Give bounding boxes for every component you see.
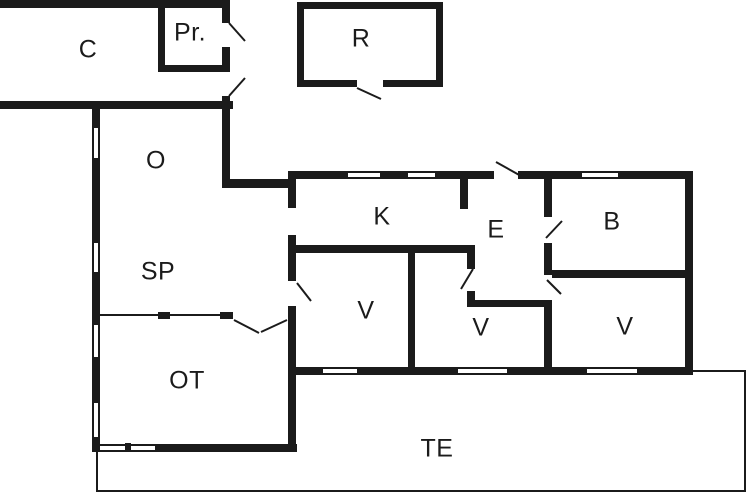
door-swing-v-left (296, 282, 312, 302)
wall-west-5 (92, 437, 100, 452)
te-right-line (744, 370, 746, 492)
window-k-2-top (408, 171, 435, 173)
room-label-v-left: V (357, 296, 375, 325)
wall-c-top (0, 0, 230, 8)
wall-entry-right-1 (222, 0, 230, 23)
wall-entry-right-3 (222, 96, 230, 188)
room-label-pr: Pr. (173, 18, 207, 47)
wall-pr-left (158, 8, 165, 68)
door-swing-r (356, 87, 382, 100)
room-label-te: TE (420, 434, 454, 463)
wall-r-bottom-left (297, 80, 357, 87)
wall-r-right (436, 2, 443, 87)
wall-e-b-3 (544, 302, 552, 367)
window-west-4 (92, 403, 94, 437)
wall-cb-left-1 (288, 171, 296, 208)
room-label-o: O (146, 146, 166, 175)
wall-cb-bottom-2 (357, 367, 458, 375)
wall-connector (222, 179, 296, 188)
wall-cb-top-4 (518, 171, 582, 179)
room-label-r: R (351, 24, 371, 53)
wall-corridor-left-1 (467, 252, 475, 269)
window-v2-top (458, 367, 507, 369)
partition-post-2 (220, 312, 233, 319)
wall-e-b-1 (544, 179, 552, 217)
wall-cb-top-5 (618, 171, 693, 179)
wall-cb-bottom-3 (507, 367, 587, 375)
window-v1-bottom (323, 373, 357, 375)
partition-line-1 (100, 314, 158, 316)
wall-entry-right-2 (222, 47, 230, 72)
wall-west-3 (92, 272, 100, 325)
wall-b-bottom (552, 270, 693, 278)
window-west-2 (92, 243, 94, 272)
window-west-1b (98, 128, 100, 158)
room-label-e: E (487, 215, 505, 244)
partition-line-2 (170, 314, 220, 316)
window-west-1 (92, 128, 94, 158)
window-v2-bottom (458, 373, 507, 375)
room-label-c: C (78, 35, 98, 64)
wall-k-e-stub (460, 179, 468, 209)
window-ot-post (125, 443, 131, 452)
door-swing-v-right (546, 279, 562, 295)
wall-v-divider (408, 248, 415, 367)
wall-r-left (297, 2, 304, 87)
room-label-k: K (373, 202, 391, 231)
door-swing-entry-lower (228, 77, 246, 97)
door-swing-b (545, 220, 563, 239)
wall-ot-bottom (155, 444, 297, 452)
room-label-v-right: V (616, 312, 634, 341)
wall-cb-bottom-4 (637, 367, 693, 375)
window-west-3b (98, 325, 100, 357)
wall-c-bottom (0, 101, 233, 109)
window-west-3 (92, 325, 94, 357)
wall-west-2 (92, 158, 100, 243)
wall-corridor-left-2 (467, 291, 475, 307)
wall-k-bottom (296, 245, 475, 253)
window-v1-top (323, 367, 357, 369)
window-v3-top (587, 367, 637, 369)
door-swing-ot-right (260, 319, 288, 333)
te-top-right-line (693, 370, 746, 372)
te-left-line (96, 452, 98, 492)
wall-e-b-2 (544, 243, 552, 275)
room-label-ot: OT (169, 366, 205, 395)
wall-west-4 (92, 357, 100, 403)
wall-pr-bottom (158, 65, 226, 72)
door-swing-v-middle (460, 268, 474, 290)
door-swing-e-entrance (495, 161, 522, 177)
wall-r-bottom-right (383, 80, 443, 87)
window-v3-bottom (587, 373, 637, 375)
wall-cb-top-1 (288, 171, 348, 179)
window-west-2b (98, 243, 100, 272)
door-swing-ot-left (233, 319, 260, 334)
window-k-2-bottom (408, 177, 435, 179)
partition-post-1 (158, 312, 170, 319)
window-west-4b (98, 403, 100, 437)
wall-cb-top-2 (380, 171, 408, 179)
te-bottom-line (96, 490, 746, 492)
wall-corridor-bottom (467, 300, 552, 307)
wall-cb-left-3 (288, 306, 296, 448)
window-k-1-bottom (348, 177, 380, 179)
wall-cb-left-2 (288, 235, 296, 281)
door-swing-entry-upper (228, 22, 246, 42)
wall-west-1 (92, 109, 100, 128)
room-label-b: B (603, 207, 621, 236)
wall-cb-bottom-1 (288, 367, 323, 375)
room-label-v-middle: V (472, 313, 490, 342)
wall-cb-top-3 (435, 171, 494, 179)
wall-r-top (297, 2, 443, 9)
window-b-top (582, 171, 618, 173)
window-k-1-top (348, 171, 380, 173)
window-b-bottom (582, 177, 618, 179)
room-label-sp: SP (140, 257, 176, 286)
